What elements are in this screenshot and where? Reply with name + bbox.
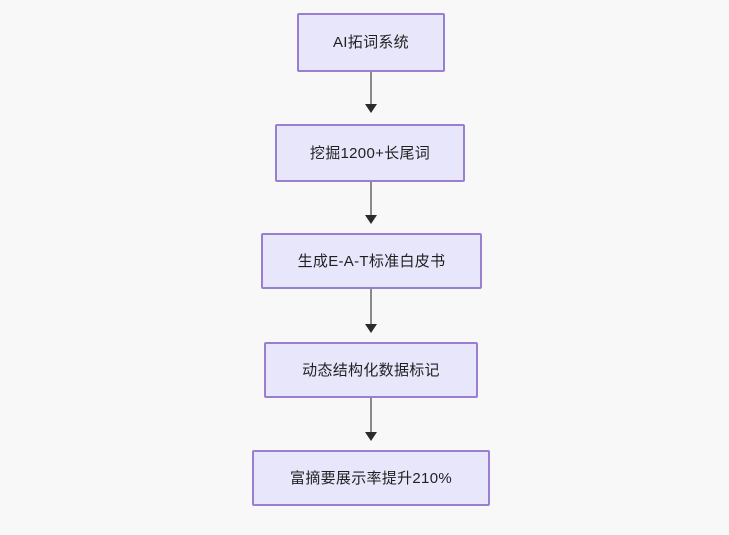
- flow-node-label: 生成E-A-T标准白皮书: [297, 252, 446, 270]
- flow-node-generate-eat-whitepaper[interactable]: 生成E-A-T标准白皮书: [261, 233, 482, 289]
- flow-node-dynamic-structured-data[interactable]: 动态结构化数据标记: [264, 342, 478, 398]
- arrowhead-n4-n5: [365, 432, 377, 441]
- connector-n2-n3: [370, 182, 372, 216]
- flow-node-label: 富摘要展示率提升210%: [290, 469, 452, 487]
- flow-node-label: 挖掘1200+长尾词: [309, 144, 431, 162]
- connector-n3-n4: [370, 289, 372, 325]
- connector-n1-n2: [370, 72, 372, 105]
- flow-node-mine-longtail-keywords[interactable]: 挖掘1200+长尾词: [275, 124, 465, 182]
- connector-n4-n5: [370, 398, 372, 433]
- flow-node-label: AI拓词系统: [333, 34, 409, 51]
- arrowhead-n1-n2: [365, 104, 377, 113]
- flow-node-label: 动态结构化数据标记: [302, 361, 440, 379]
- arrowhead-n2-n3: [365, 215, 377, 224]
- flow-node-rich-snippet-uplift[interactable]: 富摘要展示率提升210%: [252, 450, 490, 506]
- flow-node-ai-keyword-system[interactable]: AI拓词系统: [297, 13, 445, 72]
- arrowhead-n3-n4: [365, 324, 377, 333]
